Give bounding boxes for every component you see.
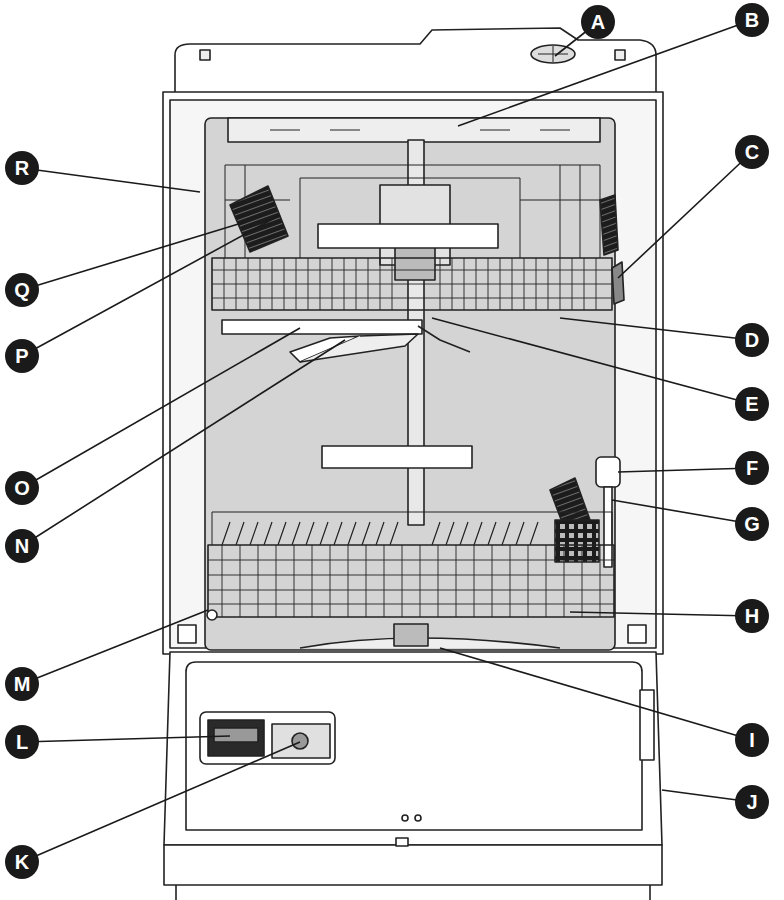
callout-letter: H — [745, 606, 759, 626]
callout-letter: F — [746, 458, 758, 478]
callout-circle: H — [735, 599, 769, 633]
callout-letter: D — [745, 330, 759, 350]
callout-letter: G — [744, 514, 760, 534]
callout-circle: P — [5, 339, 39, 373]
callout-circle: J — [735, 785, 769, 819]
callout-letter: C — [745, 142, 759, 162]
callout-circle: A — [581, 5, 615, 39]
callout-letter: E — [745, 394, 758, 414]
callout-circle: D — [735, 323, 769, 357]
callout-circle: Q — [5, 273, 39, 307]
callout-letter: M — [14, 674, 31, 694]
callout-circle: I — [735, 723, 769, 757]
callout-circle: L — [5, 725, 39, 759]
callout-letter: O — [14, 478, 30, 498]
callout-letter: I — [749, 730, 755, 750]
leader-lines — [22, 20, 752, 862]
callout-circle: R — [5, 151, 39, 185]
callout-circle: M — [5, 667, 39, 701]
callout-letter: B — [745, 10, 759, 30]
callout-circle: F — [735, 451, 769, 485]
callout-circle: C — [735, 135, 769, 169]
callout-letter: A — [591, 12, 605, 32]
callout-circle: B — [735, 3, 769, 37]
callout-letter: R — [15, 158, 29, 178]
callout-circle: K — [5, 845, 39, 879]
callout-circle: N — [5, 529, 39, 563]
callout-letter: L — [16, 732, 28, 752]
callout-letter: J — [746, 792, 757, 812]
callout-letter: K — [15, 852, 29, 872]
callout-letter: Q — [14, 280, 30, 300]
callout-circle: E — [735, 387, 769, 421]
callout-letter: N — [15, 536, 29, 556]
callout-circle: O — [5, 471, 39, 505]
callout-circle: G — [735, 507, 769, 541]
callout-letter: P — [15, 346, 28, 366]
